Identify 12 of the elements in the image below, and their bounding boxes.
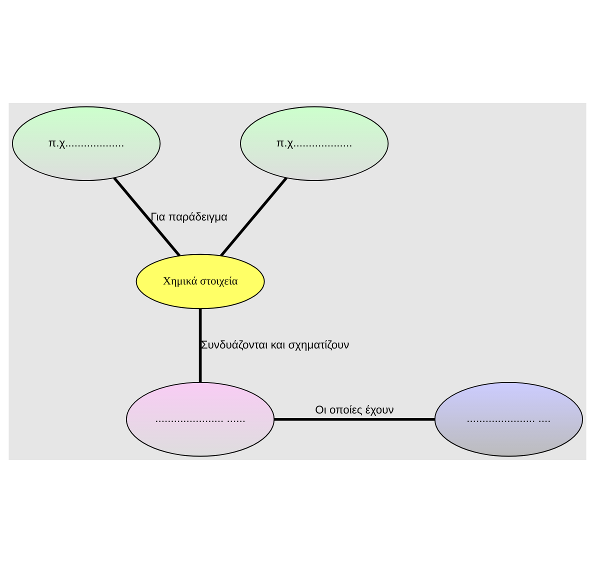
node-ellipse: π.χ................... [12, 106, 161, 182]
connector [113, 176, 181, 257]
connector [220, 176, 288, 257]
node-ellipse: Χημικά στοιχεία [136, 254, 265, 310]
node-ellipse: π.χ................... [240, 106, 389, 182]
connector [274, 418, 435, 421]
connector [198, 308, 202, 382]
node-ellipse: ...................... ...... [126, 382, 275, 457]
edge-label: Για παράδειγμα [150, 211, 228, 224]
node-ellipse: ...................... .... [434, 382, 583, 457]
edge-label: Συνδυάζονται και σχηματίζουν [200, 339, 350, 352]
edge-label: Οι οποίες έχουν [315, 404, 394, 416]
